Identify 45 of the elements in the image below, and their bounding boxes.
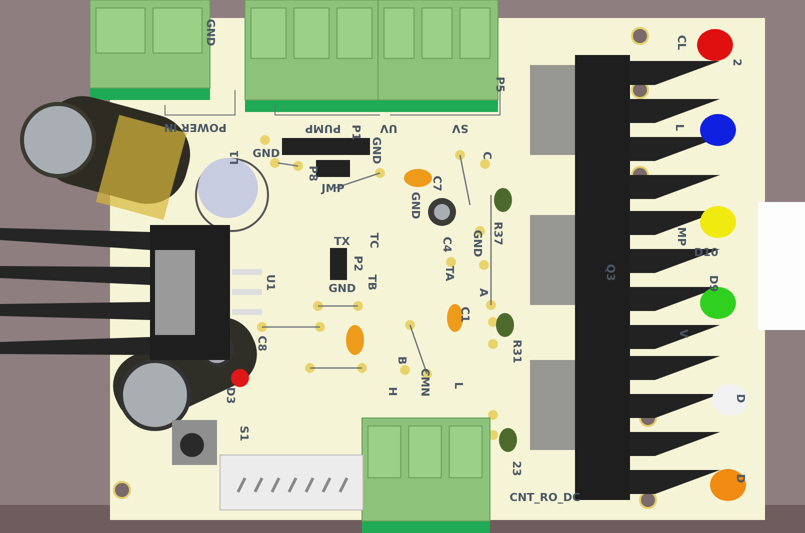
silkscreen-label: C7 [431, 175, 442, 191]
silkscreen-label: V [677, 328, 688, 338]
silkscreen-label: D [734, 473, 746, 483]
silkscreen-label: TC [368, 232, 380, 248]
silkscreen-label: GND [204, 18, 216, 46]
silkscreen-label: CMN [420, 368, 431, 396]
silkscreen-label: SV [452, 122, 468, 134]
silkscreen-label: P8 [307, 165, 318, 181]
silkscreen-label: L [674, 124, 684, 130]
silkscreen-label: D [734, 393, 746, 403]
silkscreen-label: 23 [510, 460, 522, 476]
silkscreen-label: GND [472, 229, 483, 257]
silkscreen-label: GND [370, 136, 382, 164]
silkscreen-label: D9 [707, 274, 718, 292]
silkscreen-label: U1 [264, 274, 276, 290]
silkscreen-label: C [482, 150, 493, 160]
silkscreen-label: POWER IN [164, 122, 226, 132]
silkscreen-label: GND [252, 148, 280, 158]
silkscreen-label: R31 [511, 339, 522, 363]
silkscreen-label: C1 [459, 306, 470, 322]
silkscreen-label: TX [334, 236, 350, 246]
silkscreen-label: PUMP [305, 122, 342, 134]
silkscreen-label: B [396, 356, 408, 364]
silkscreen-label: GND [410, 191, 421, 219]
silkscreen-label: L [452, 382, 464, 388]
silkscreen-label: TA [444, 265, 455, 281]
silkscreen-label: GND [328, 282, 356, 294]
silkscreen-label: S1 [238, 425, 250, 441]
silkscreen-label: D3 [224, 386, 236, 404]
silkscreen-label: P1 [350, 124, 362, 140]
silkscreen-label: 2 [731, 58, 742, 66]
silkscreen-label: UV [380, 122, 397, 134]
silkscreen-label: CL [676, 34, 687, 50]
silkscreen-label: C4 [441, 236, 452, 252]
silkscreen-label: TB [366, 274, 378, 290]
silkscreen-label: A [477, 288, 488, 296]
silkscreen-label: L1 [228, 150, 240, 164]
silkscreen-label: H [386, 386, 398, 396]
silkscreen-label: R37 [492, 221, 504, 245]
silkscreen-label: MP [676, 226, 686, 246]
silkscreen-label: JMP [322, 182, 345, 194]
silkscreen-label: P2 [352, 255, 364, 271]
silkscreen-label: Q3 [604, 264, 616, 280]
silkscreen-label: P5 [494, 76, 506, 92]
silkscreen-label: C8 [256, 335, 268, 351]
